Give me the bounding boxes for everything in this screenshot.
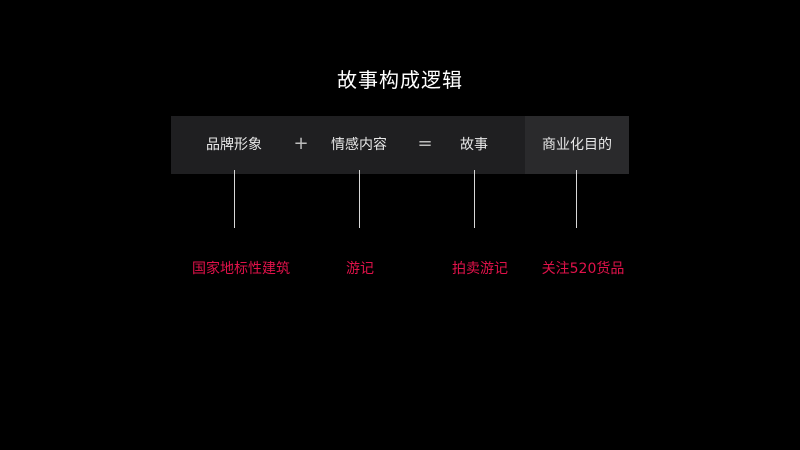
connector-line-4 [576,170,577,228]
term-emotional-content: 情感内容 [331,137,387,153]
annotation-auction-travelogue: 拍卖游记 [452,261,508,277]
term-commercial-purpose: 商业化目的 [542,137,612,153]
annotation-landmark: 国家地标性建筑 [192,261,290,277]
term-story: 故事 [460,137,488,153]
plus-operator: + [293,133,309,154]
annotation-520-goods: 关注520货品 [541,261,625,277]
formula-bar-highlight [525,116,629,174]
connector-line-1 [234,170,235,228]
connector-line-3 [474,170,475,228]
term-brand-image: 品牌形象 [206,137,262,153]
connector-line-2 [359,170,360,228]
diagram-title: 故事构成逻辑 [337,68,463,92]
equals-operator: = [417,133,433,154]
annotation-travelogue: 游记 [346,261,374,277]
